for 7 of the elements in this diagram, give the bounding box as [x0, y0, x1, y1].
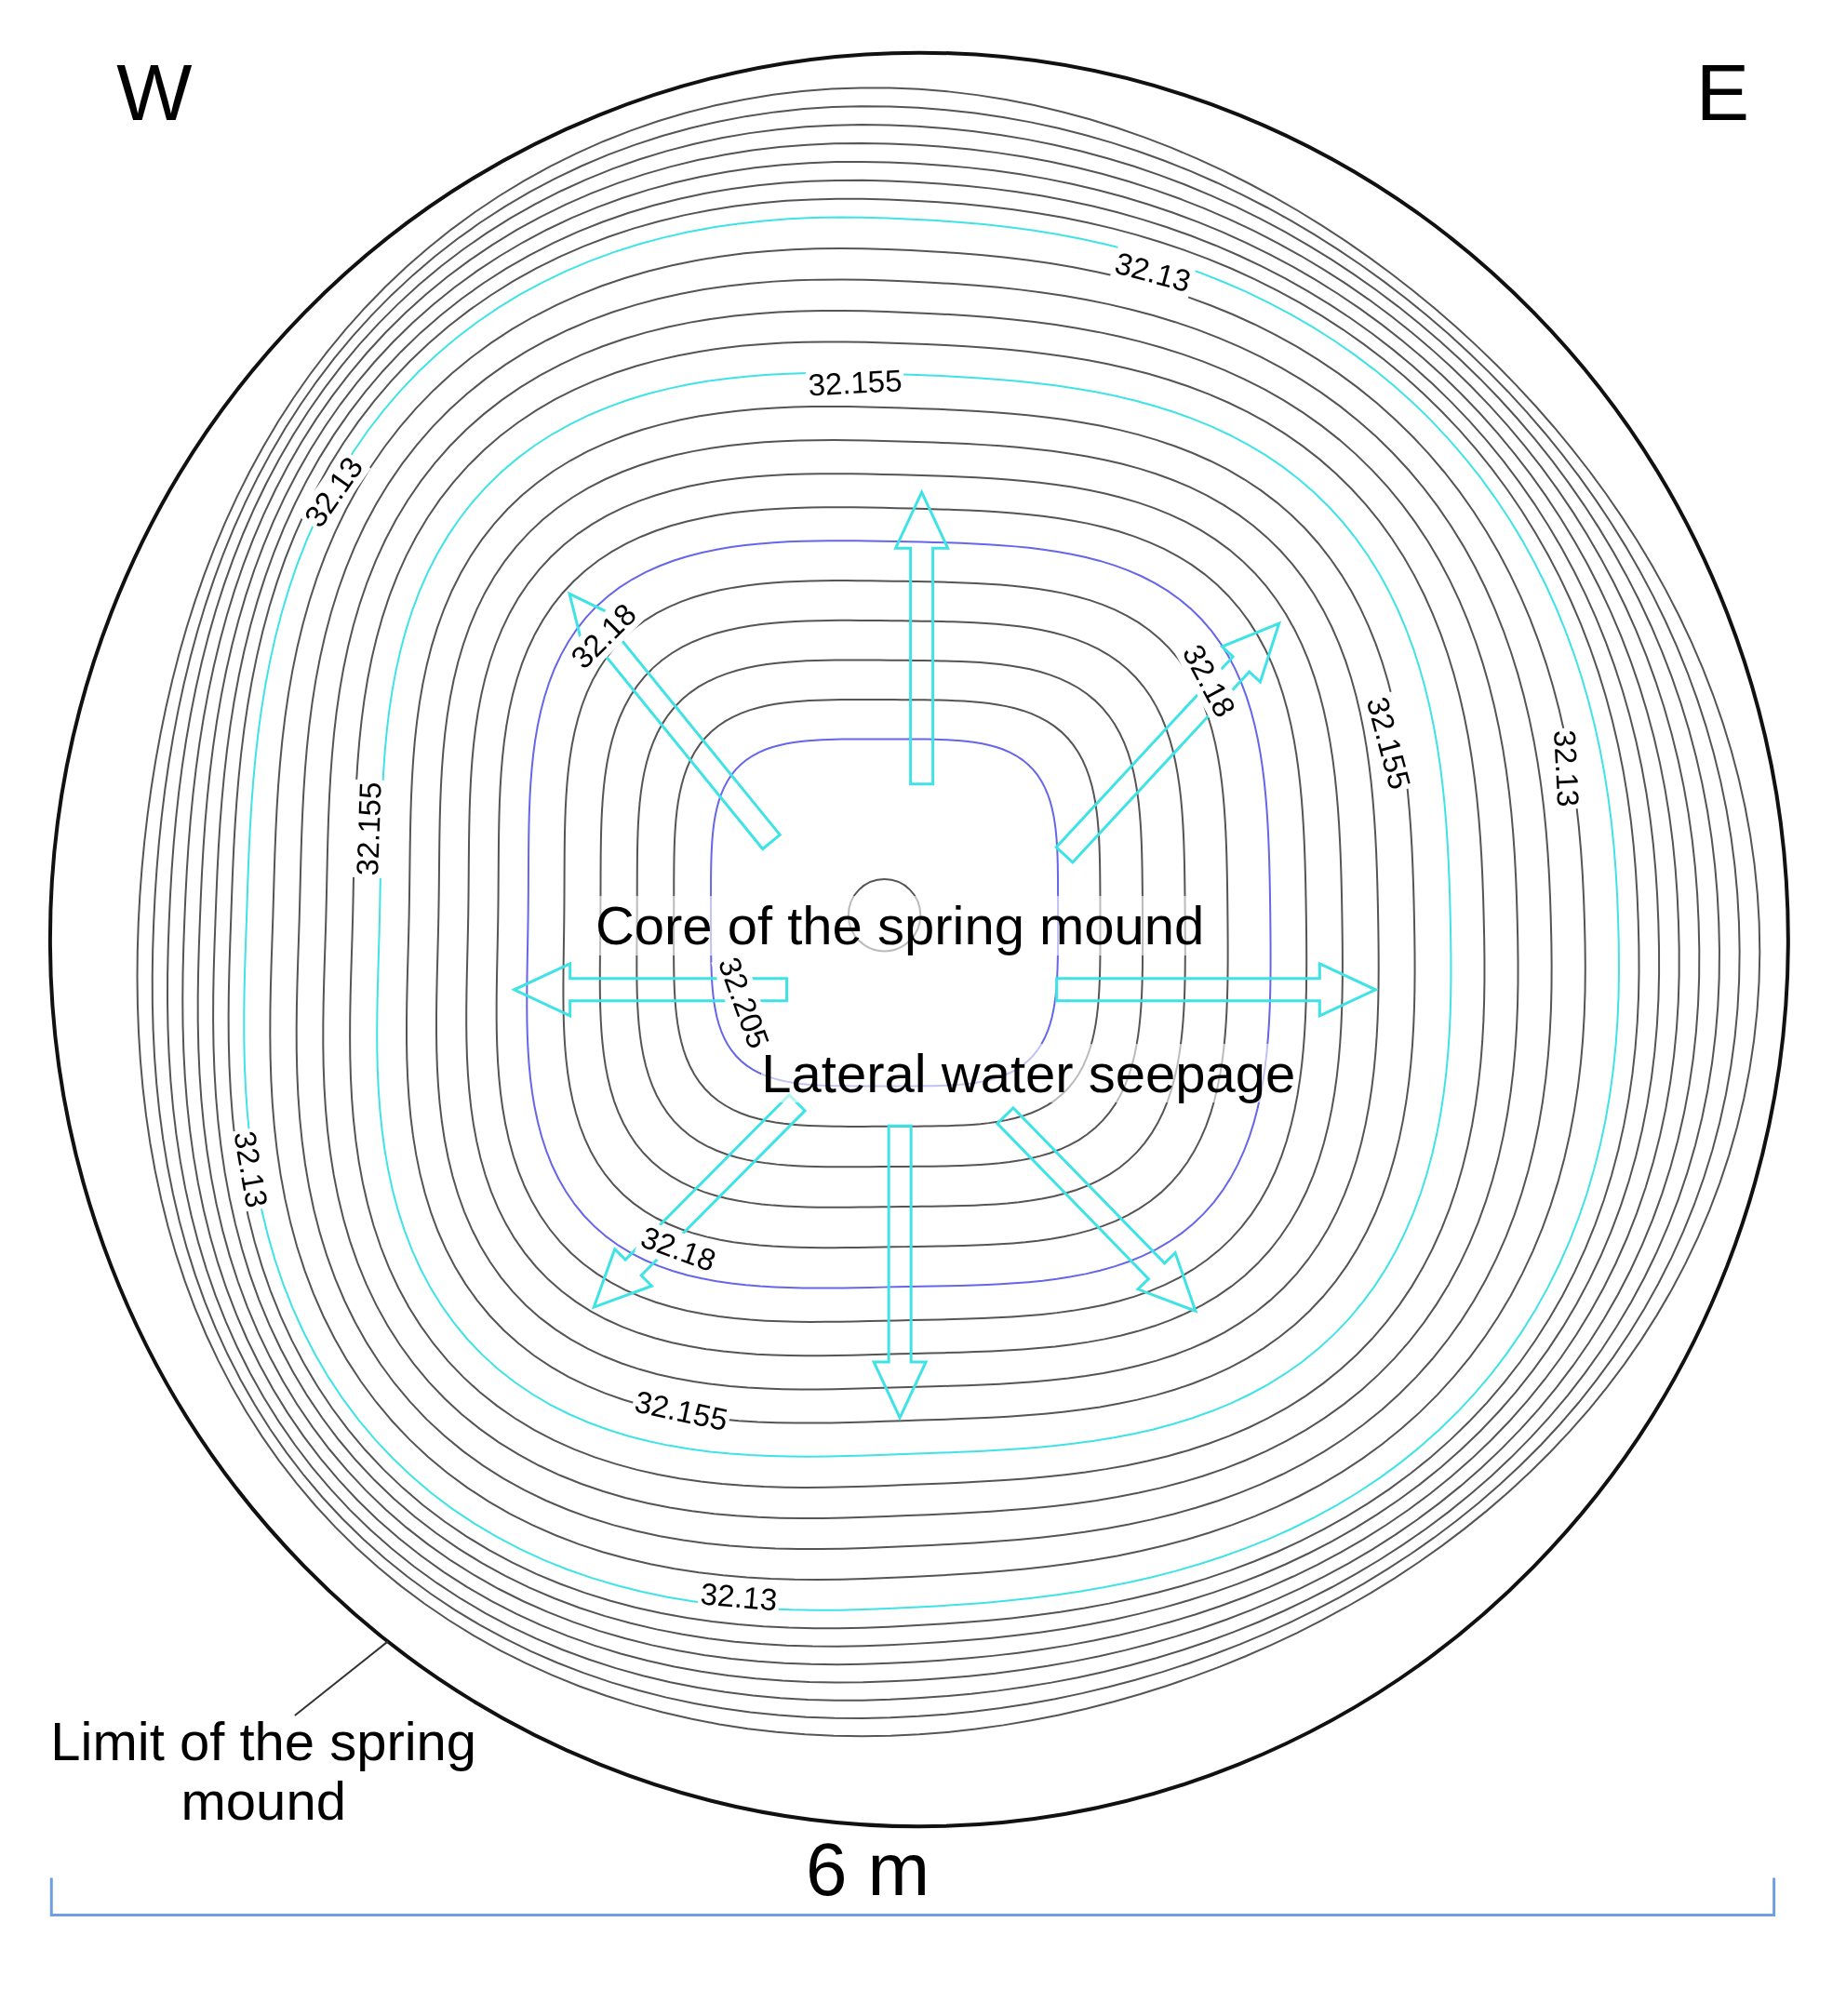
leader-line: [293, 1640, 389, 1717]
dimension-value: 6 m: [805, 1829, 930, 1912]
callout-text: Limit of the spring mound: [40, 1712, 488, 1831]
compass-direction: E: [1695, 48, 1750, 137]
compass-direction: W: [116, 48, 193, 137]
map-annotation: Lateral water seepage: [761, 1043, 1296, 1103]
contour-value: 32.13: [1109, 246, 1197, 300]
